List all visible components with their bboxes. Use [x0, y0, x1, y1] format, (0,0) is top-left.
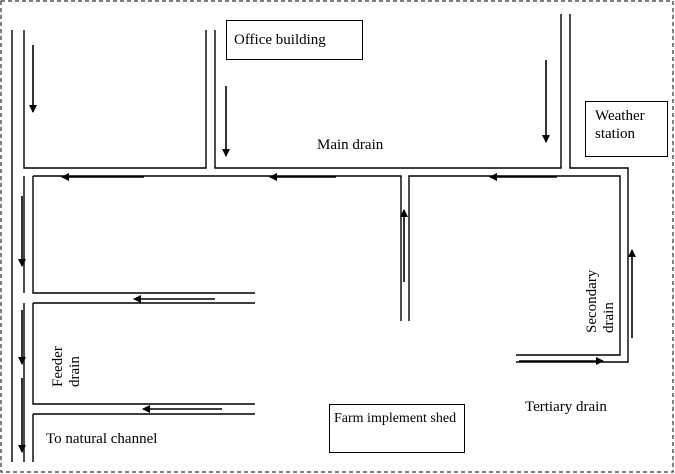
secondary-drain-text: Secondary drain	[584, 269, 617, 333]
main-drain-top-segment	[33, 175, 402, 321]
farm-implement-shed-label: Farm implement shed	[334, 411, 457, 426]
to-natural-channel-label: To natural channel	[46, 430, 166, 448]
top-middle-upper-wall	[214, 14, 562, 169]
weather-station-label: Weather station	[595, 108, 645, 142]
drain-walls	[11, 14, 629, 462]
weather-station-box: Weather station	[585, 101, 668, 157]
feeder-drain-text: Feeder drain	[50, 346, 83, 387]
secondary-drain-label: Secondary drain	[584, 243, 618, 333]
flow-arrows	[18, 45, 636, 453]
main-drain-label: Main drain	[317, 137, 384, 153]
office-building-label: Office building	[234, 32, 326, 48]
feeder-drain-label: Feeder drain	[50, 327, 84, 387]
feeder-lower-wall	[32, 303, 255, 405]
left-channel-inner-wall-top	[23, 30, 207, 169]
office-building-box: Office building	[226, 20, 363, 60]
tertiary-drain-label: Tertiary drain	[525, 399, 607, 415]
farm-implement-shed-box: Farm implement shed	[329, 404, 465, 453]
main-drain-lower-wall	[32, 176, 255, 294]
top-right-upper-wall	[516, 14, 629, 363]
to-natural-channel-text: To natural channel	[46, 431, 158, 447]
main-drain-right-segment	[408, 175, 621, 356]
